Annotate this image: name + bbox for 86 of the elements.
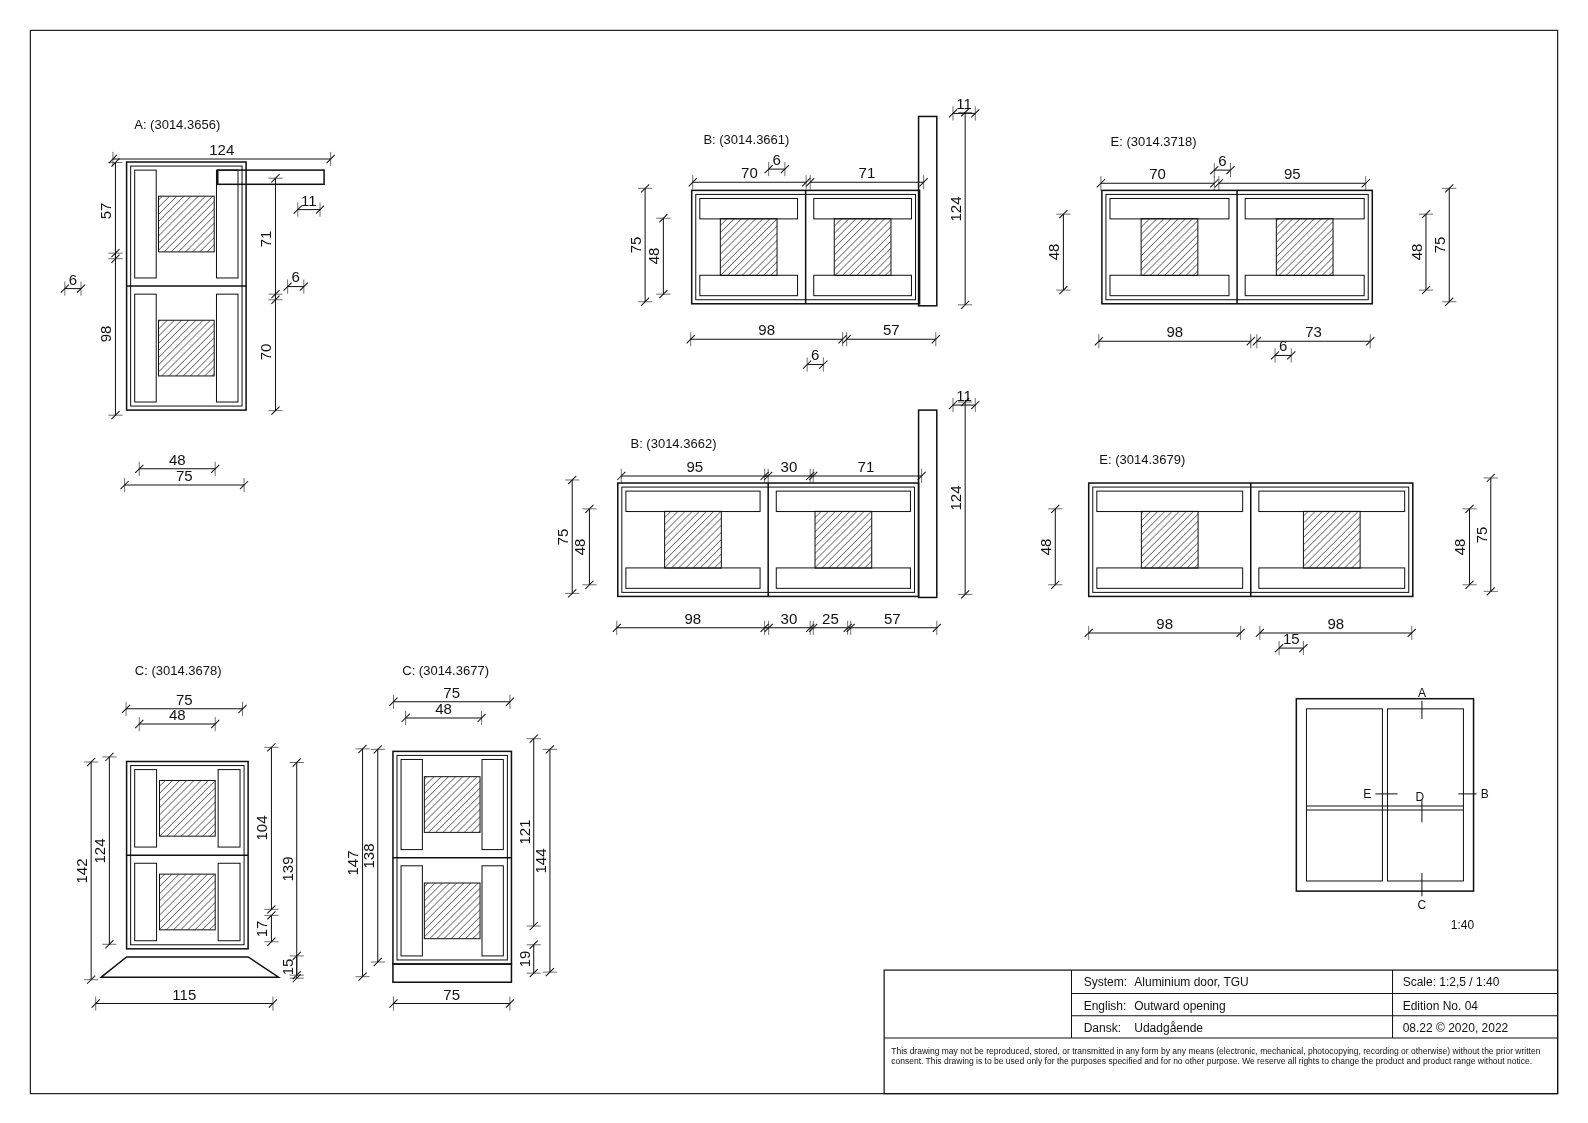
section-title: C: (3014.3677)	[402, 663, 489, 677]
dimension-label: 48	[1037, 538, 1053, 556]
dimension-label: 48	[168, 706, 186, 722]
dimension-label: 75	[175, 467, 193, 483]
title-block-value: Scale: 1:2,5 / 1:40	[1402, 976, 1500, 989]
title-block-value: 08.22 © 2020, 2022	[1402, 1021, 1509, 1034]
dimension-label: 71	[257, 230, 273, 248]
dimension-label: 30	[780, 610, 798, 626]
dimension-label: 11	[301, 192, 317, 207]
dimension-label: 19	[516, 950, 532, 968]
scale-label: 1:40	[1450, 918, 1475, 931]
dimension-label: 139	[279, 856, 295, 882]
dimension-label: 11	[956, 387, 972, 403]
dimension-label: 17	[253, 920, 269, 938]
title-block-value: Udadgående	[1134, 1021, 1203, 1034]
dimension-label: 142	[73, 858, 89, 884]
dimension-label: 98	[1156, 615, 1173, 631]
dimension-label: 147	[344, 850, 360, 876]
section-marker-letter: C	[1417, 899, 1427, 912]
dimension-label: 48	[1408, 243, 1424, 261]
dimension-label: 70	[741, 164, 758, 180]
dimension-label: 124	[947, 196, 963, 222]
dimension-label: 75	[175, 691, 193, 707]
dimension-label: 48	[571, 538, 587, 556]
dimension-label: 15	[1282, 630, 1300, 646]
dimension-label: 48	[645, 247, 661, 265]
title-block-label: System:	[1083, 976, 1127, 989]
dimension-label: 104	[253, 815, 269, 841]
dimension-label: 48	[1045, 243, 1061, 261]
title-block-value: Aluminium door, TGU	[1134, 976, 1249, 989]
dimension-label: 75	[443, 684, 461, 700]
dimension-label: 48	[435, 700, 452, 716]
dimension-label: 6	[68, 271, 78, 286]
dimension-label: 98	[758, 321, 775, 337]
section-marker-letter: B	[1480, 788, 1489, 800]
dimension-label: 57	[882, 321, 900, 337]
dimension-label: 124	[91, 838, 107, 864]
dimension-label: 98	[97, 325, 113, 343]
dimension-label: 95	[1283, 165, 1301, 181]
dimension-label: 115	[172, 986, 197, 1001]
dimension-label: 6	[1218, 152, 1227, 168]
dimension-label: 57	[97, 202, 113, 219]
dimension-label: 75	[627, 236, 643, 254]
dimension-label: 48	[1451, 538, 1467, 556]
title-block-value: Edition No. 04	[1402, 999, 1479, 1012]
dimension-label: 75	[1431, 236, 1447, 254]
dimension-label: 30	[780, 458, 798, 474]
dimension-label: 6	[291, 268, 300, 284]
dimension-label: 6	[811, 346, 820, 362]
dimension-label: 6	[1279, 337, 1288, 353]
title-block-value: Outward opening	[1134, 999, 1226, 1012]
dimension-label: 70	[257, 344, 273, 361]
section-title: B: (3014.3662)	[630, 436, 717, 450]
dimension-label: 71	[857, 458, 875, 474]
title-block-label: English:	[1083, 999, 1127, 1012]
dimension-label: 70	[1149, 165, 1166, 181]
dimension-label: 75	[443, 986, 461, 1001]
dimension-label: 75	[554, 528, 570, 546]
section-title: B: (3014.3661)	[703, 132, 790, 146]
section-marker-letter: A	[1417, 686, 1426, 699]
dimension-label: 15	[279, 958, 295, 976]
dimension-label: 121	[516, 819, 532, 845]
section-marker-letter: E	[1363, 788, 1372, 800]
dimension-label: 6	[772, 151, 781, 167]
section-title: C: (3014.3678)	[134, 663, 222, 677]
dimension-label: 98	[1166, 323, 1184, 339]
dimension-label: 95	[686, 458, 704, 474]
section-title: A: (3014.3656)	[134, 117, 221, 131]
section-marker-letter: D	[1415, 791, 1425, 804]
dimension-label: 11	[956, 95, 972, 111]
section-title: E: (3014.3679)	[1099, 452, 1186, 466]
dimension-label: 124	[947, 485, 963, 511]
dimension-label: 73	[1305, 323, 1322, 339]
dimension-label: 144	[532, 848, 548, 874]
dimension-label: 98	[684, 610, 702, 626]
dimension-label: 48	[168, 451, 186, 467]
section-title: E: (3014.3718)	[1110, 134, 1197, 148]
dimension-label: 71	[858, 164, 876, 180]
dimension-label: 25	[822, 610, 839, 626]
dimension-label: 124	[209, 141, 235, 157]
dimension-label: 75	[1473, 526, 1489, 544]
dimension-label: 57	[883, 610, 901, 626]
copyright-notice: This drawing may not be reproduced, stored, or transmitted in any form by any means (electronic, mechanical, photocopying, recording or otherwise) without the prior written consent. This drawing is to be used only for the purposes specified and for no other purpose. We reserve all rights to change the product and product range without notice.	[891, 1046, 1542, 1067]
title-block-label: Dansk:	[1083, 1021, 1121, 1034]
dimension-label: 98	[1327, 615, 1345, 631]
dimension-label: 138	[360, 843, 376, 869]
